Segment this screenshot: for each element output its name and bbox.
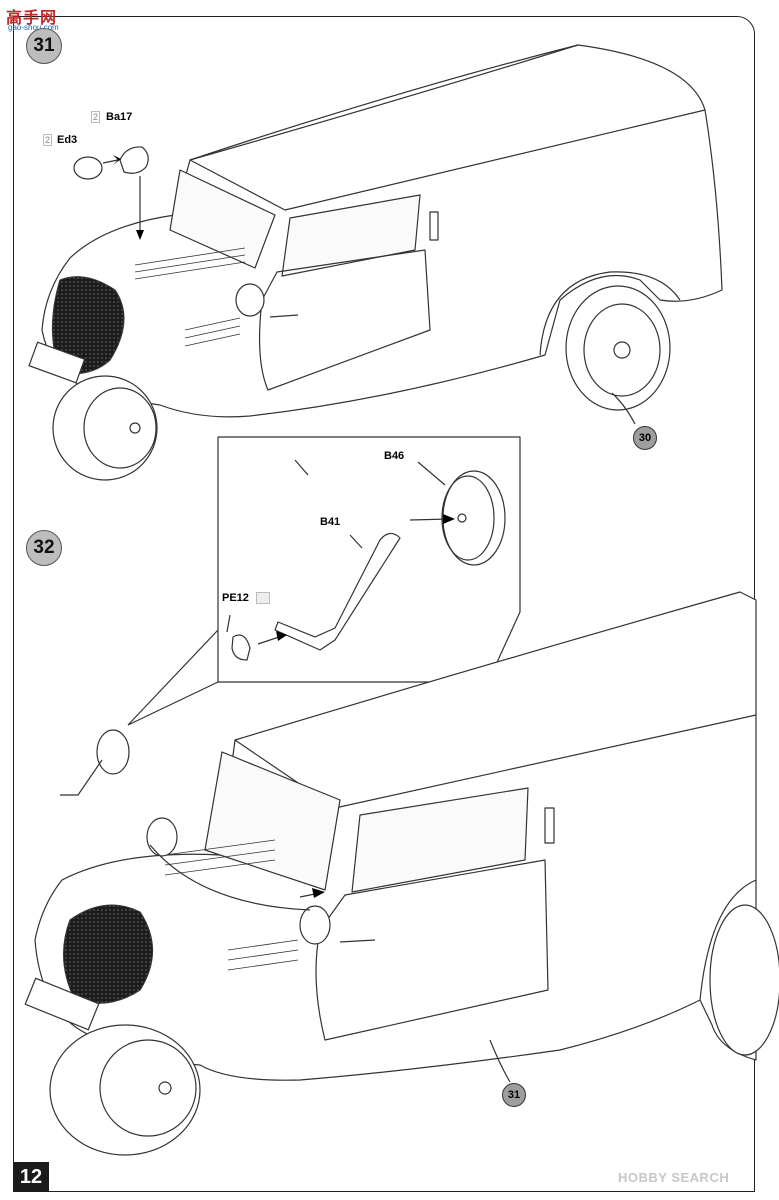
site-logo: 高手网: [6, 10, 58, 27]
part-label-b41: B41: [320, 516, 341, 528]
part-ed3-lens: [73, 156, 103, 180]
part-quantity: 2: [91, 111, 101, 123]
part-label-pe12: PE12: [222, 592, 249, 604]
part-pe12-bracket: [231, 634, 251, 661]
step-number-badge: 32: [26, 530, 62, 566]
reference-step-callout: 31: [502, 1083, 526, 1107]
watermark: HOBBY SEARCH: [618, 1170, 730, 1185]
part-label-b46: B46: [384, 450, 405, 462]
part-b41-arm: [274, 532, 401, 651]
reference-step-callout: 30: [633, 426, 657, 450]
part-label-ed3: Ed3: [57, 134, 78, 146]
part-ba17-headlamp: [119, 146, 149, 174]
step-number-badge: 31: [26, 28, 62, 64]
page-number: 12: [13, 1162, 49, 1192]
van-step-31: [28, 44, 723, 481]
part-label-ba17: Ba17: [106, 111, 133, 123]
photo-etch-icon: [256, 592, 270, 604]
part-quantity: 2: [43, 134, 53, 146]
site-url: gao-shou.com: [8, 23, 59, 32]
van-step-32: [24, 591, 779, 1156]
